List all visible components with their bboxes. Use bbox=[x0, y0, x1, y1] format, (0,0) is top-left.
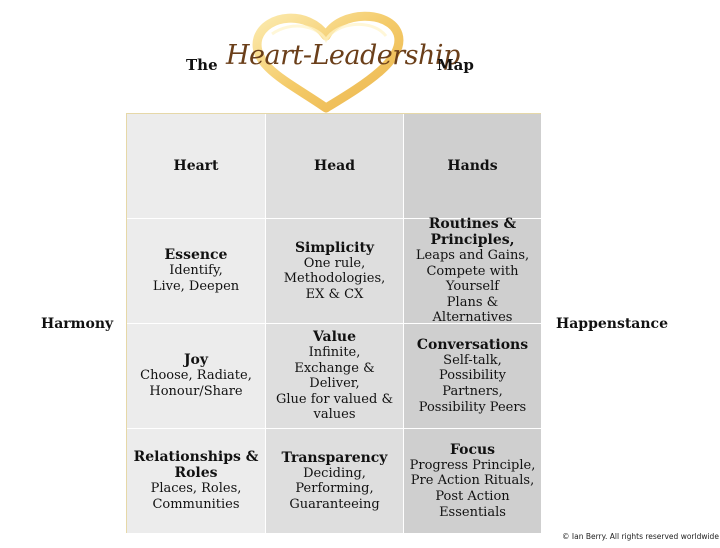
cell-line: Performing, bbox=[295, 481, 374, 497]
cell-line: EX & CX bbox=[305, 286, 364, 302]
grid-cell-value: Value Infinite, Exchange & Deliver, Glue… bbox=[266, 324, 404, 429]
cell-line: Infinite, bbox=[308, 345, 361, 361]
cell-line: Deciding, bbox=[303, 465, 366, 481]
cell-line: Glue for valued & values bbox=[275, 391, 394, 423]
copyright-notice: © Ian Berry. All rights reserved worldwi… bbox=[562, 532, 719, 541]
grid-cell-simplicity: Simplicity One rule, Methodologies, EX &… bbox=[266, 219, 404, 324]
cell-title: Focus bbox=[449, 441, 496, 458]
title-map: Map bbox=[437, 56, 474, 74]
leadership-grid: Heart Head Hands Essence Identify, Live,… bbox=[126, 113, 542, 534]
cell-line: Plans & Alternatives bbox=[432, 294, 513, 326]
cell-line: Live, Deepen bbox=[152, 279, 240, 294]
cell-line: Post Action Essentials bbox=[435, 489, 510, 520]
grid-cell-relationships: Relationships & Roles Places, Roles, Com… bbox=[127, 429, 266, 534]
cell-line: Places, Roles, bbox=[150, 481, 242, 497]
title-the: The bbox=[186, 56, 218, 74]
cell-title: Transparency bbox=[281, 449, 388, 466]
cell-title: Relationships & Roles bbox=[133, 449, 259, 482]
grid-cell-essence: Essence Identify, Live, Deepen bbox=[127, 219, 266, 324]
heart-swirl-icon bbox=[252, 11, 404, 113]
cell-line: Exchange & Deliver, bbox=[294, 360, 375, 392]
column-header-heart: Heart bbox=[127, 114, 266, 219]
cell-line: Leaps and Gains, bbox=[415, 248, 530, 264]
side-label-harmony: Harmony bbox=[41, 316, 114, 332]
grid-cell-routines: Routines & Principles, Leaps and Gains, … bbox=[404, 216, 542, 326]
grid-cell-conversations: Conversations Self-talk, Possibility Par… bbox=[404, 324, 542, 429]
cell-line: Possibility Peers bbox=[418, 399, 527, 415]
column-header-head: Head bbox=[266, 114, 404, 219]
cell-line: Self-talk, bbox=[443, 352, 502, 368]
cell-line: Pre Action Rituals, bbox=[410, 473, 535, 489]
grid-cell-transparency: Transparency Deciding, Performing, Guara… bbox=[266, 429, 404, 534]
column-header-label: Hands bbox=[447, 158, 498, 174]
grid-cell-focus: Focus Progress Principle, Pre Action Rit… bbox=[404, 429, 542, 534]
cell-line: Progress Principle, bbox=[409, 457, 536, 473]
column-header-label: Head bbox=[314, 158, 355, 174]
column-header-hands: Hands bbox=[404, 114, 542, 219]
side-label-happenstance: Happenstance bbox=[556, 316, 668, 332]
cell-line: One rule, bbox=[303, 255, 366, 271]
cell-line: Choose, Radiate, bbox=[140, 368, 252, 384]
cell-title: Routines & Principles, bbox=[428, 216, 517, 249]
cell-title: Value bbox=[312, 329, 357, 346]
cell-title: Joy bbox=[183, 352, 209, 369]
cell-line: Possibility Partners, bbox=[439, 368, 506, 399]
grid-cell-joy: Joy Choose, Radiate, Honour/Share bbox=[127, 324, 266, 429]
cell-title: Conversations bbox=[416, 336, 529, 353]
cell-line: Compete with Yourself bbox=[426, 263, 519, 295]
cell-line: Communities bbox=[152, 497, 240, 512]
cell-line: Honour/Share bbox=[149, 384, 243, 399]
cell-title: Simplicity bbox=[294, 239, 375, 256]
cell-title: Essence bbox=[164, 247, 228, 264]
cell-line: Guaranteeing bbox=[289, 496, 380, 512]
cell-line: Identify, bbox=[169, 263, 223, 279]
script-title: Heart-Leadership bbox=[226, 40, 460, 71]
column-header-label: Heart bbox=[173, 158, 219, 174]
cell-line: Methodologies, bbox=[283, 271, 386, 287]
